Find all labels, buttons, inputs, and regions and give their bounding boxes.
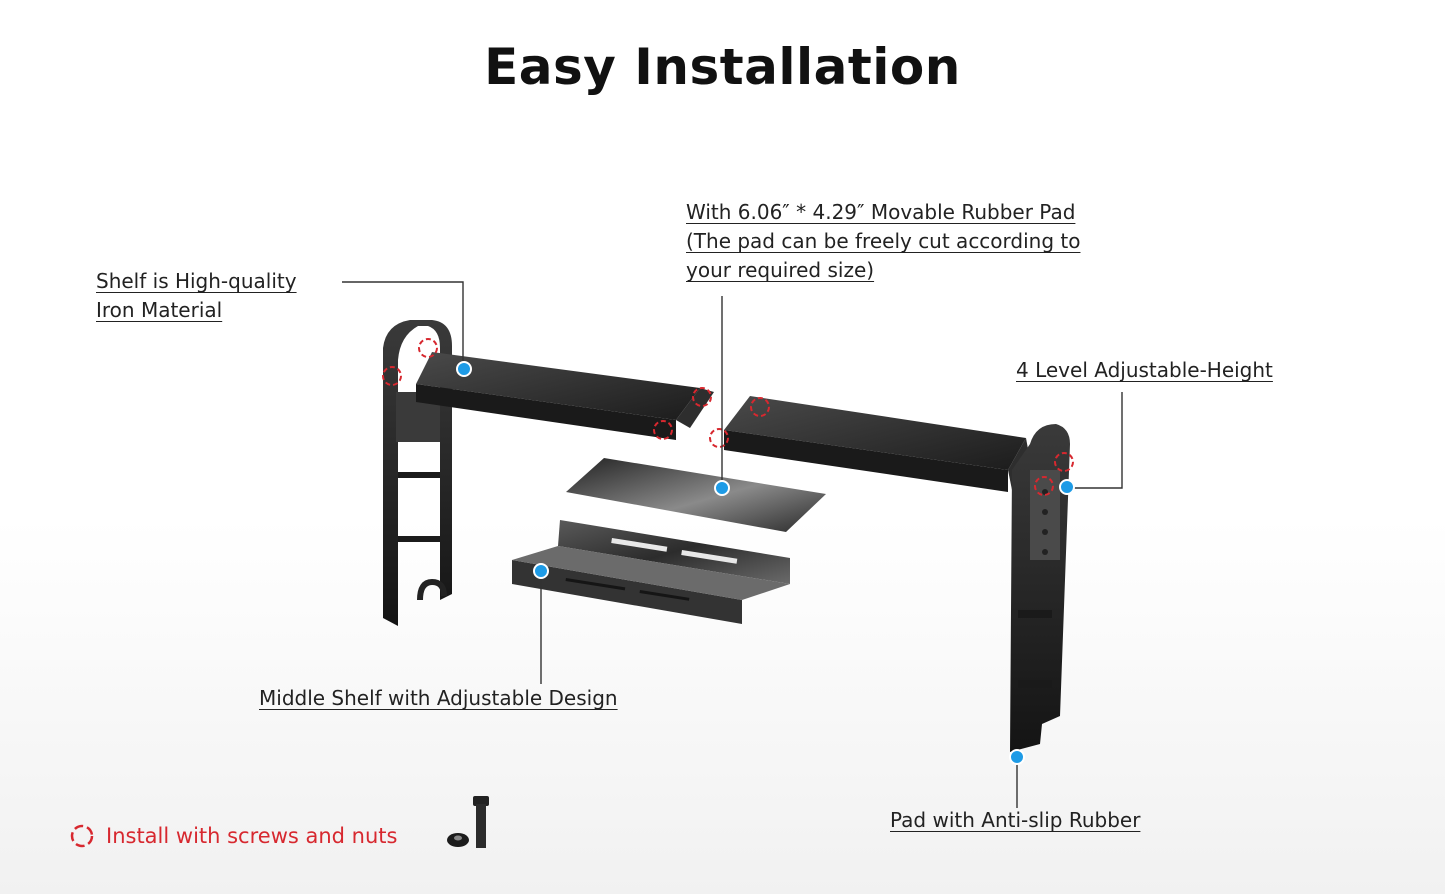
rubber-pad	[566, 458, 826, 532]
screw-target-icon	[70, 824, 94, 848]
middle-tray	[512, 520, 790, 624]
right-leg-frame	[1010, 424, 1070, 752]
screw-nut-icon	[447, 796, 489, 848]
screw-target-icon	[1054, 452, 1074, 472]
screw-target-icon	[750, 397, 770, 417]
install-note-text: Install with screws and nuts	[106, 824, 398, 848]
left-top-shelf	[416, 352, 714, 440]
marker-dot	[1009, 749, 1025, 765]
callout-anti-slip-pad: Pad with Anti-slip Rubber	[890, 808, 1141, 832]
leader-lines	[342, 281, 1123, 808]
screw-target-icon	[653, 420, 673, 440]
screw-target-icon	[709, 428, 729, 448]
marker-dot	[456, 361, 472, 377]
callout-rubber-pad: With 6.06″ * 4.29″ Movable Rubber Pad (T…	[686, 200, 1081, 282]
callout-iron-material: Shelf is High-quality Iron Material	[96, 269, 297, 322]
left-leg-frame	[383, 320, 452, 626]
callout-markers	[456, 361, 1075, 765]
marker-dot	[1059, 479, 1075, 495]
screw-target-icon	[1034, 476, 1054, 496]
marker-dot	[533, 563, 549, 579]
screw-target-icon	[692, 387, 712, 407]
page-title: Easy Installation	[484, 38, 961, 96]
callout-middle-shelf: Middle Shelf with Adjustable Design	[259, 686, 618, 710]
screw-target-icon	[382, 366, 402, 386]
install-note: Install with screws and nuts	[68, 822, 397, 850]
right-top-shelf	[724, 396, 1030, 492]
callout-adjustable-height: 4 Level Adjustable-Height	[1016, 358, 1273, 382]
screw-target-icon	[418, 338, 438, 358]
screw-targets	[382, 338, 1074, 496]
marker-dot	[714, 480, 730, 496]
